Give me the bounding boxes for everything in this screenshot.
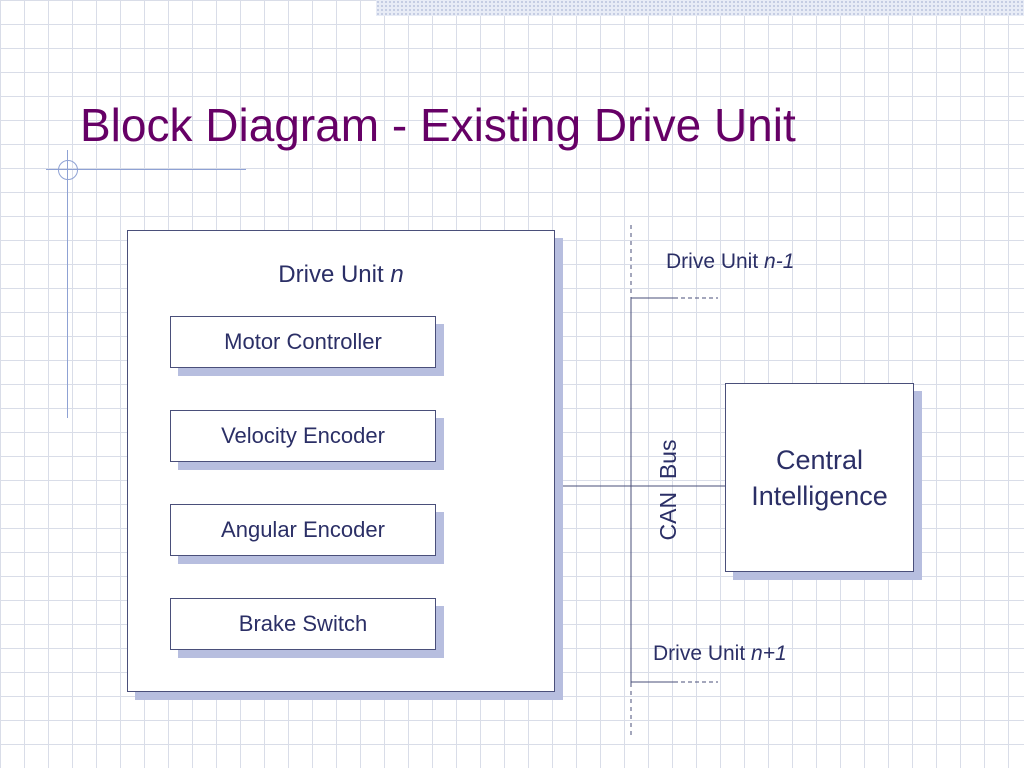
ornament-line-horizontal [46,169,246,170]
drive-unit-label-var: n [390,261,404,288]
angular-encoder-box: Angular Encoder [170,504,436,556]
ornament-circle [58,160,78,180]
central-intelligence-box: Central Intelligence [725,383,914,572]
velocity-encoder-box: Velocity Encoder [170,410,436,462]
header-band [376,0,1024,16]
drive-unit-label: Drive Unit n [128,261,554,289]
drive-unit-above-text: Drive Unit [666,250,765,273]
slide-title: Block Diagram - Existing Drive Unit [80,99,796,151]
central-line-1: Central [775,444,864,475]
drive-unit-below-label: Drive Unit n+1 [653,642,787,666]
drive-unit-label-text: Drive Unit [278,261,391,288]
motor-controller-box: Motor Controller [170,316,436,368]
drive-unit-above-var: n-1 [764,250,795,273]
ornament-line-vertical [67,150,68,418]
central-line-2: Intelligence [751,480,888,511]
drive-unit-below-var: n+1 [751,642,787,665]
brake-switch-box: Brake Switch [170,598,436,650]
drive-unit-above-label: Drive Unit n-1 [666,250,794,274]
can-bus-label: CAN Bus [655,439,681,541]
drive-unit-below-text: Drive Unit [653,642,752,665]
